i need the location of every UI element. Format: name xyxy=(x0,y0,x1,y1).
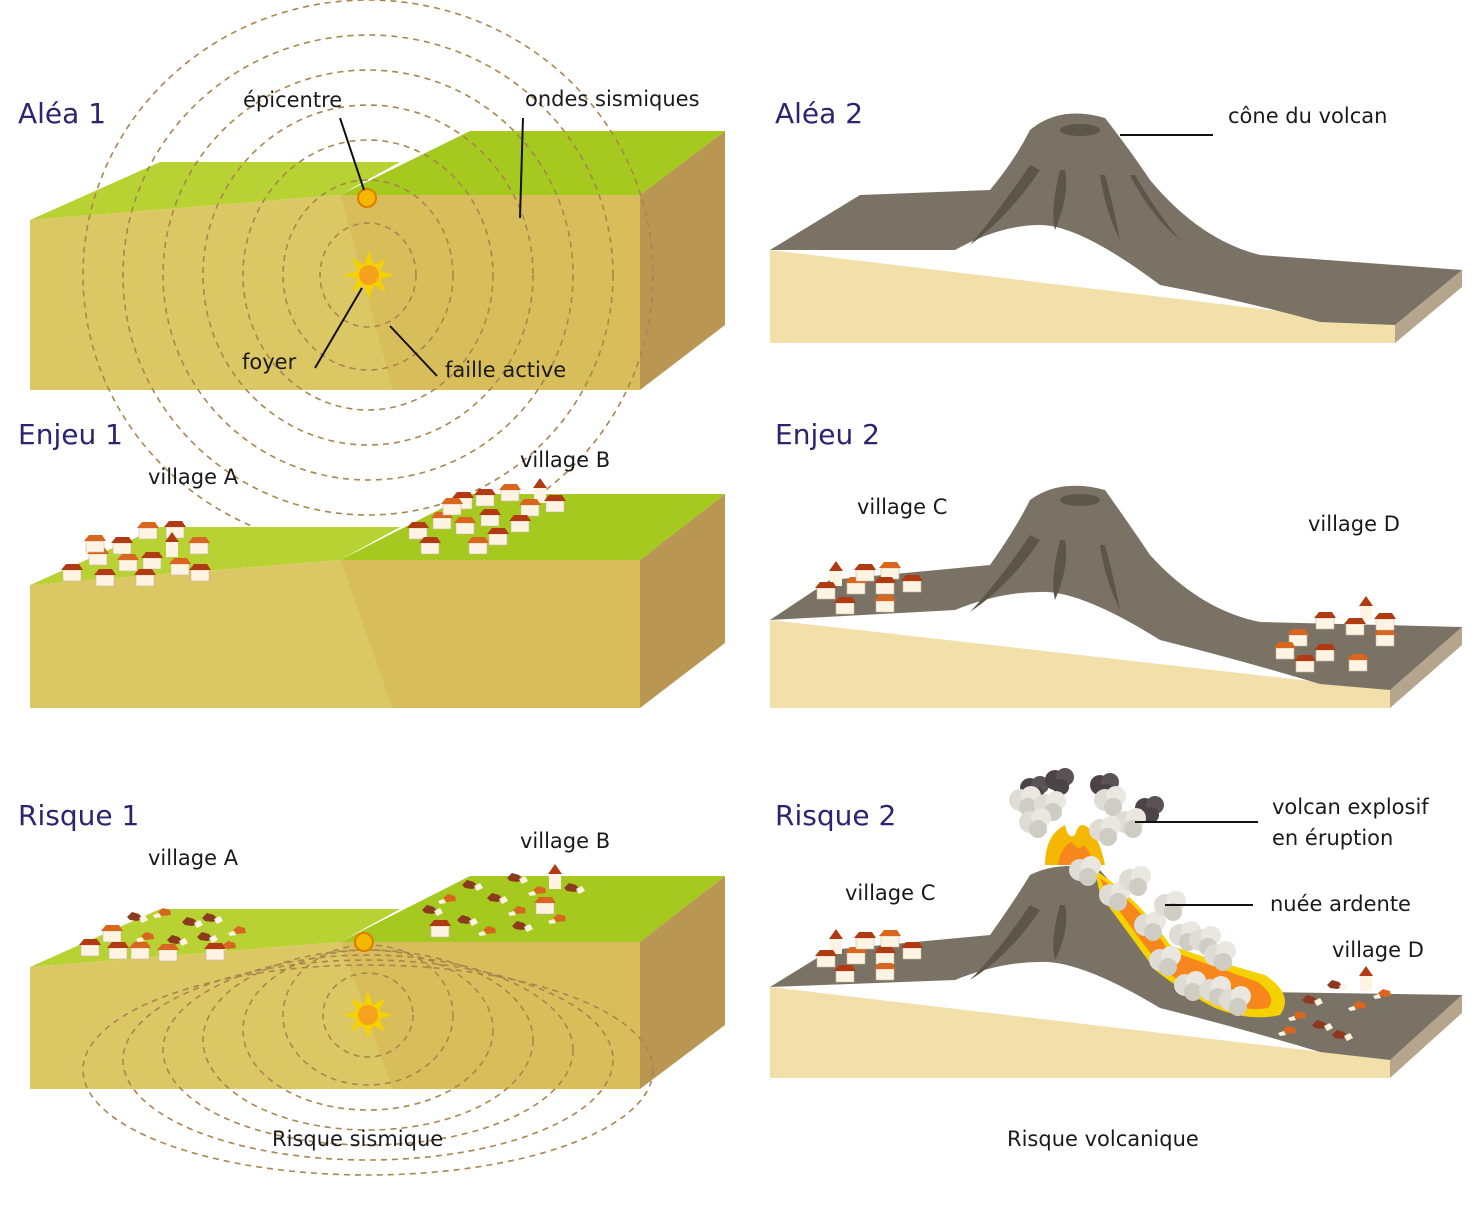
heading-alea2: Aléa 2 xyxy=(775,97,863,130)
label-village-c: village C xyxy=(857,495,947,519)
panel-risque1: Risque 1 village A village B xyxy=(18,799,725,1176)
label-en-eruption: en éruption xyxy=(1272,826,1393,850)
label-ondes-sismiques: ondes sismiques xyxy=(525,87,700,111)
label-faille-active: faille active xyxy=(445,358,566,382)
label-volcan-explosif: volcan explosif xyxy=(1272,795,1429,819)
label-village-a: village A xyxy=(148,465,239,489)
panel-alea2: Aléa 2 cône du volcan xyxy=(770,97,1462,343)
panel-enjeu2: Enjeu 2 village C village D xyxy=(770,418,1462,708)
label-village-d-risque2: village D xyxy=(1332,938,1424,962)
panel-risque2: Risque 2 volcan explosif en éruption nué… xyxy=(770,768,1462,1078)
label-village-a-risque1: village A xyxy=(148,846,239,870)
label-village-b: village B xyxy=(520,448,610,472)
caption-risque-sismique: Risque sismique xyxy=(272,1127,443,1151)
label-cone-du-volcan: cône du volcan xyxy=(1228,104,1387,128)
label-nuee-ardente: nuée ardente xyxy=(1270,892,1411,916)
label-village-b-risque1: village B xyxy=(520,829,610,853)
epicentre-icon-risque1 xyxy=(354,932,374,952)
panel-enjeu1: Enjeu 1 village A village B xyxy=(18,418,725,708)
seismic-waves xyxy=(82,0,654,551)
heading-risque2: Risque 2 xyxy=(775,799,896,832)
heading-risque1: Risque 1 xyxy=(18,799,139,832)
label-village-d: village D xyxy=(1308,512,1400,536)
caption-risque-volcanique: Risque volcanique xyxy=(1007,1127,1199,1151)
heading-enjeu2: Enjeu 2 xyxy=(775,418,880,451)
heading-alea1: Aléa 1 xyxy=(18,97,106,130)
panel-alea1: Aléa 1 épicentre ondes sismiques foyer f… xyxy=(18,0,725,551)
label-epicentre: épicentre xyxy=(243,88,342,112)
label-village-c-risque2: village C xyxy=(845,881,935,905)
label-foyer: foyer xyxy=(242,350,297,374)
heading-enjeu1: Enjeu 1 xyxy=(18,418,123,451)
epicentre-icon xyxy=(357,188,377,208)
